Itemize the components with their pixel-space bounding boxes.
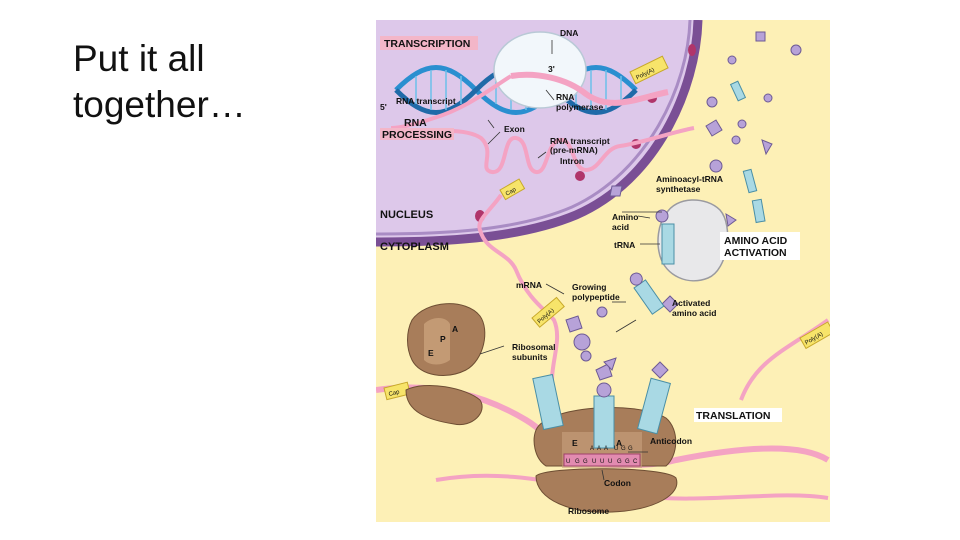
synthetase-bound-trna bbox=[661, 223, 675, 265]
activated-amino-acid-label-2: amino acid bbox=[672, 308, 716, 318]
site-a-label-ribosome: A bbox=[616, 438, 622, 448]
codon-bases: U G G U U U G G C bbox=[563, 453, 641, 467]
free-trnas bbox=[729, 80, 766, 224]
rna-processing-label-2: PROCESSING bbox=[382, 129, 452, 141]
codon-base-9: C bbox=[633, 459, 638, 465]
rna-transcript-strand bbox=[510, 71, 669, 106]
nucleus-label: NUCLEUS bbox=[380, 209, 433, 221]
translation-label: TRANSLATION bbox=[696, 410, 770, 422]
cap-label-nucleus: Cap bbox=[505, 187, 518, 198]
trna-label: tRNA bbox=[614, 240, 635, 250]
rna-processing-box bbox=[380, 128, 454, 140]
ribosome-label: Ribosome bbox=[568, 506, 609, 516]
anticodon-base-1: A bbox=[590, 446, 594, 452]
codon-base-3: G bbox=[583, 459, 588, 465]
codon-base-2: G bbox=[575, 459, 580, 465]
protein-synthesis-diagram: Poly(A) Cap Cap Poly(A) Poly(A) bbox=[375, 19, 835, 522]
subunits-label-1: Ribosomal bbox=[512, 342, 555, 352]
activated-amino-acid-trna bbox=[629, 272, 665, 315]
growing-polypeptide-label-1: Growing bbox=[572, 282, 606, 292]
growing-polypeptide-label-2: polypeptide bbox=[572, 292, 620, 302]
transcription-box bbox=[380, 36, 478, 50]
anticodon-base-6: G bbox=[628, 446, 633, 452]
growing-polypeptide bbox=[565, 315, 669, 398]
site-e-label-subunit: E bbox=[428, 348, 434, 358]
rna-transcript-label: RNA transcript bbox=[396, 96, 456, 106]
anticodon-base-4: U bbox=[614, 446, 618, 452]
rna-polymerase bbox=[493, 31, 587, 109]
codon-label: Codon bbox=[604, 478, 631, 488]
rna-processing-label-1: RNA bbox=[404, 117, 427, 129]
leader-lines bbox=[479, 40, 662, 481]
subunits-label-2: subunits bbox=[512, 352, 548, 362]
anticodon-base-5: G bbox=[621, 446, 626, 452]
site-e-label-ribosome: E bbox=[572, 438, 578, 448]
pre-mrna-label-1: RNA transcript bbox=[550, 136, 610, 146]
rna-polymerase-label-1: RNA bbox=[556, 92, 574, 102]
intron-label: Intron bbox=[560, 156, 584, 166]
codon-base-7: G bbox=[617, 459, 622, 465]
slide-title: Put it all together… bbox=[73, 36, 333, 128]
three-prime-label: 3' bbox=[548, 64, 555, 74]
slide-title-line-2: together… bbox=[73, 84, 246, 125]
codon-base-4: U bbox=[592, 459, 596, 465]
activation-label-1: AMINO ACID bbox=[724, 235, 788, 247]
translation-box bbox=[694, 408, 782, 422]
mrna-strand bbox=[477, 193, 560, 381]
cap-label-cytoplasm: Cap bbox=[388, 389, 401, 398]
activation-label-2: ACTIVATION bbox=[724, 247, 787, 259]
ribosomal-subunits bbox=[405, 303, 486, 426]
mrna-label: mRNA bbox=[516, 280, 542, 290]
ribosome-trnas bbox=[532, 373, 672, 449]
nuclear-envelope bbox=[375, 19, 703, 247]
five-prime-label: 5' bbox=[380, 102, 387, 112]
amino-acid-label-1: Amino bbox=[612, 212, 638, 222]
rna-polymerase-label-2: polymerase bbox=[556, 102, 604, 112]
nuclear-envelope-inner bbox=[375, 19, 692, 236]
cytoplasm-label: CYTOPLASM bbox=[380, 241, 449, 253]
rna-transcript-5prime bbox=[390, 74, 513, 130]
anticodon-bases: A A A U G G bbox=[590, 446, 633, 452]
activated-amino-acid-label-1: Activated bbox=[672, 298, 710, 308]
anticodon-base-2: A bbox=[597, 446, 601, 452]
cap-tag-cytoplasm: Cap bbox=[383, 381, 411, 401]
codon-base-5: U bbox=[600, 459, 604, 465]
codon-base-6: U bbox=[608, 459, 612, 465]
free-amino-acids bbox=[596, 31, 802, 318]
cap-tag-nucleus: Cap bbox=[499, 178, 526, 201]
transcription-label: TRANSCRIPTION bbox=[384, 38, 470, 50]
aminoacyl-label-2: synthetase bbox=[656, 184, 701, 194]
pre-mrna-label-2: (pre-mRNA) bbox=[550, 145, 598, 155]
aminoacyl-label-1: Aminoacyl-tRNA bbox=[656, 174, 723, 184]
dna-label: DNA bbox=[560, 28, 578, 38]
synthetase-amino-acid bbox=[655, 209, 669, 223]
aminoacyl-trna-synthetase bbox=[657, 199, 729, 282]
slide-title-line-1: Put it all bbox=[73, 38, 205, 79]
codon-base-1: U bbox=[566, 459, 570, 465]
anticodon-base-3: A bbox=[604, 446, 608, 452]
exon-label: Exon bbox=[504, 124, 525, 134]
site-a-label-subunit: A bbox=[452, 324, 458, 334]
activation-box bbox=[720, 232, 800, 260]
site-p-label-subunit: P bbox=[440, 334, 446, 344]
amino-acid-label-2: acid bbox=[612, 222, 629, 232]
anticodon-label: Anticodon bbox=[650, 436, 692, 446]
codon-base-8: G bbox=[625, 459, 630, 465]
pre-mrna bbox=[390, 126, 695, 174]
